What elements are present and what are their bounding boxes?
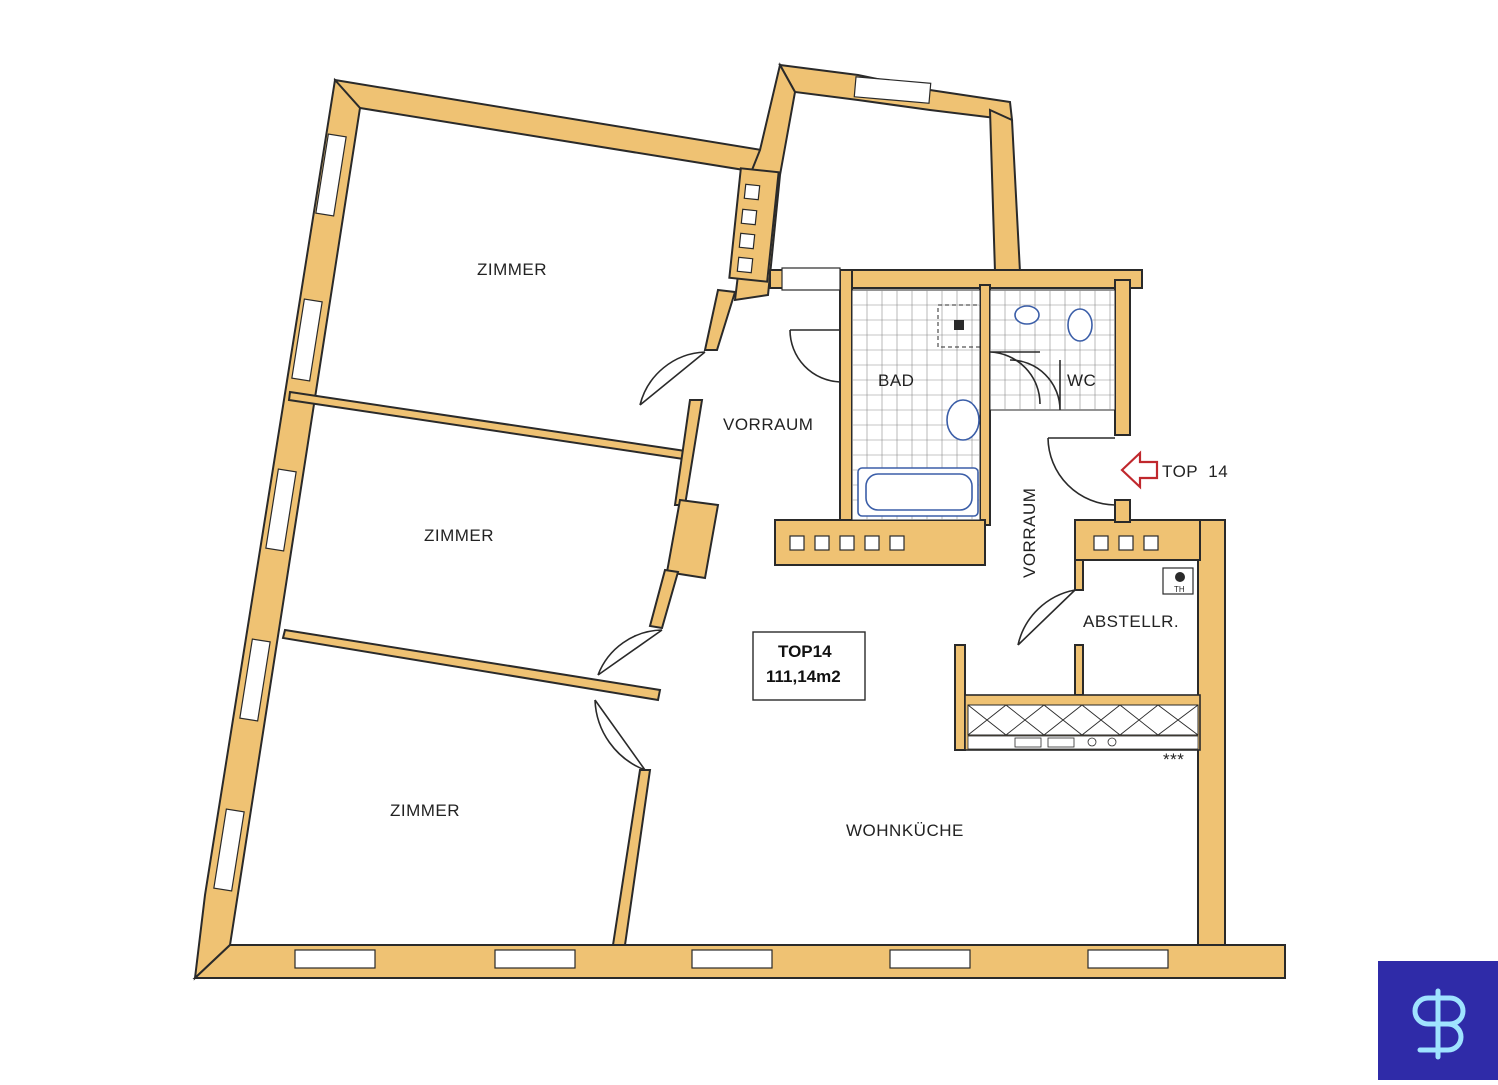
room-label-zimmer-3: ZIMMER xyxy=(390,801,460,820)
windows xyxy=(213,76,1169,969)
kitchen-counter xyxy=(964,694,1201,751)
window xyxy=(1087,949,1169,969)
room-label-zimmer-2: ZIMMER xyxy=(424,526,494,545)
washer-icon xyxy=(954,320,964,330)
wall-right xyxy=(1197,519,1226,946)
wall-int-a xyxy=(703,288,737,351)
window xyxy=(889,949,971,969)
door-zimmer-1 xyxy=(639,351,706,406)
unit-area: 111,14m2 xyxy=(766,667,841,686)
door-bad xyxy=(989,351,1041,405)
wall-int-d xyxy=(648,568,680,630)
wall-kitchen-stub xyxy=(954,644,966,751)
wall-top-left xyxy=(333,78,782,177)
wall-bath-left xyxy=(839,269,853,526)
logo xyxy=(1378,961,1498,1080)
room-label-wc: WC xyxy=(1067,371,1096,390)
window xyxy=(691,949,773,969)
wall-abstell-left-low xyxy=(1074,644,1084,696)
room-label-bad: BAD xyxy=(878,371,914,390)
room-label-zimmer-1: ZIMMER xyxy=(477,260,547,279)
door-bath-vorraum xyxy=(789,329,841,383)
wall-int-e xyxy=(611,769,652,946)
arrow-left-icon xyxy=(1120,450,1159,490)
heater-label: TH xyxy=(1174,585,1185,594)
washbasin-icon xyxy=(946,399,980,441)
unit-info-box xyxy=(752,631,866,701)
bathtub-inner xyxy=(865,473,973,511)
room-label-vorraum-main: VORRAUM xyxy=(723,415,813,434)
window xyxy=(315,133,347,217)
window xyxy=(781,267,841,291)
doors xyxy=(594,329,1116,771)
window xyxy=(291,298,323,382)
window xyxy=(294,949,376,969)
window xyxy=(213,808,245,892)
stove-marks: *** xyxy=(1163,750,1184,769)
wall-int-c xyxy=(665,498,720,580)
room-label-wohnkueche: WOHNKÜCHE xyxy=(846,821,964,840)
partition-1 xyxy=(287,390,694,462)
entrance-label: TOP 14 xyxy=(1162,462,1228,481)
wall-vorraum-right xyxy=(1074,519,1201,561)
wall-wc-right xyxy=(1114,279,1131,436)
door-abstell xyxy=(1017,589,1076,646)
room-label-vorraum-side: VORRAUM xyxy=(1020,488,1039,578)
wall-bay-right xyxy=(988,108,1022,273)
door-entrance xyxy=(1047,437,1116,506)
wall-bath-bottom xyxy=(774,519,986,566)
wall-wc-door-stub xyxy=(1114,499,1131,523)
vent-shafts xyxy=(736,183,1159,551)
wall-service-top xyxy=(769,269,1143,289)
toilet-icon xyxy=(1067,308,1093,342)
door-wc xyxy=(1009,359,1061,411)
window xyxy=(853,76,932,104)
heater-icon xyxy=(1175,572,1185,582)
sink-wc-icon xyxy=(1014,305,1040,325)
wall-abstell-left xyxy=(1074,559,1084,591)
window xyxy=(239,638,271,722)
partition-2 xyxy=(281,628,662,702)
window xyxy=(265,468,297,552)
washer-spot xyxy=(937,304,981,348)
wall-bath-right xyxy=(979,284,991,526)
sp-monogram-icon xyxy=(1412,988,1466,1060)
door-zimmer-3 xyxy=(594,699,646,771)
unit-number: TOP14 xyxy=(778,642,832,661)
room-label-abstellr: ABSTELLR. xyxy=(1083,612,1179,631)
window xyxy=(494,949,576,969)
door-zimmer-2 xyxy=(597,629,663,676)
